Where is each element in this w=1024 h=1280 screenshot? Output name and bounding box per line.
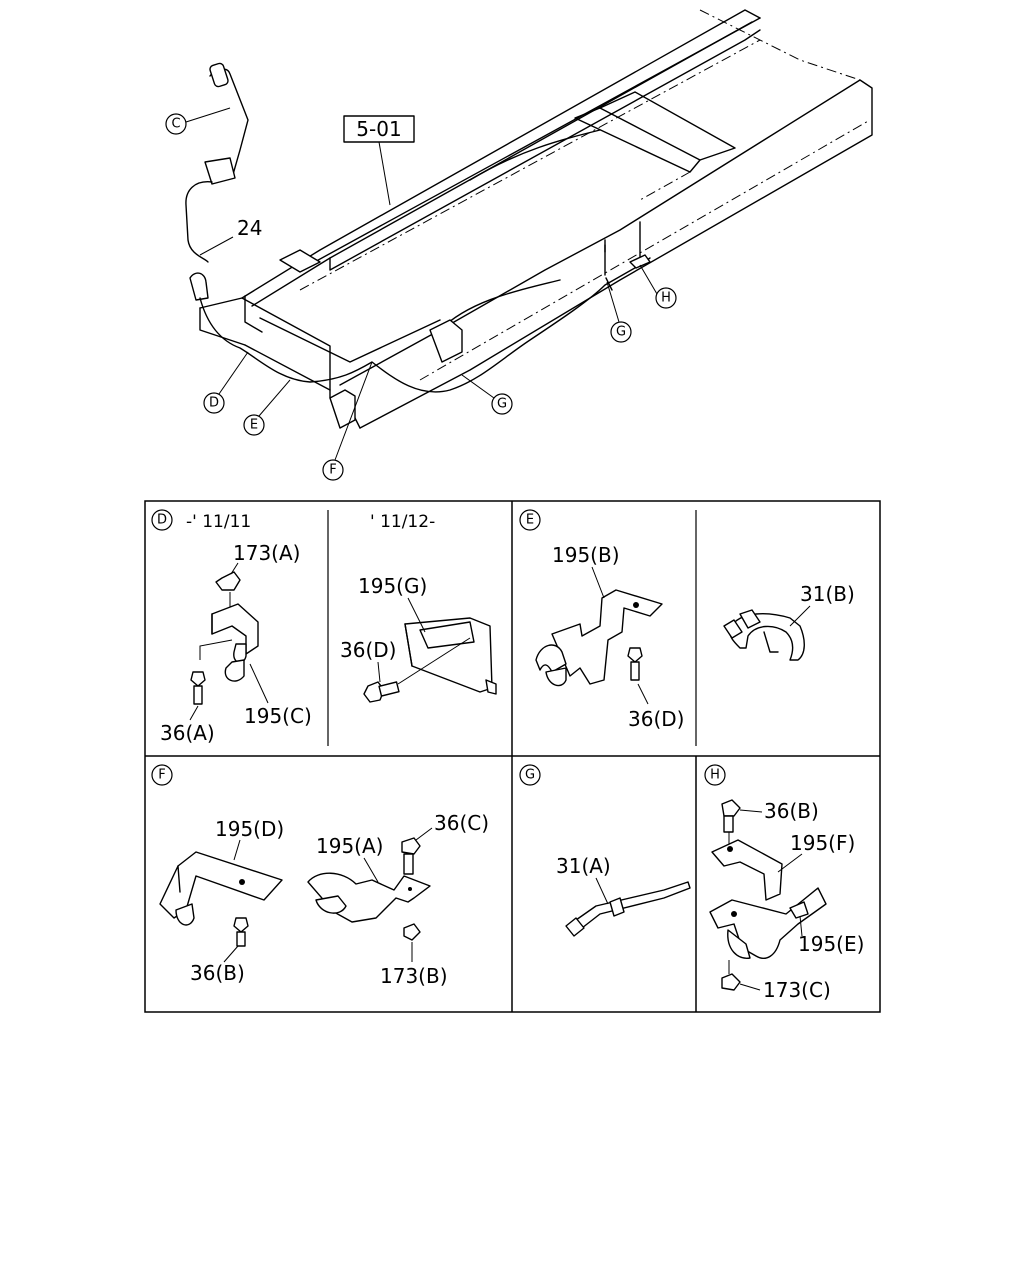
svg-text:F: F [158,768,165,783]
panel-f-letter: F [151,764,173,786]
svg-text:E: E [250,418,258,433]
part-36d-left: 36(D) [340,638,396,662]
part-36c: 36(C) [434,811,489,835]
part-24-label: 24 [237,216,262,240]
callout-d: D [203,392,225,414]
part-36b-left: 36(B) [190,961,245,985]
panel-d-right-caption: ' 11/12- [370,512,435,532]
part-36d-right: 36(D) [628,707,684,731]
reference-label: 5-01 [356,117,401,141]
panel-h-letter: H [704,764,726,786]
panel-e-letter: E [519,509,541,531]
panel-f: F 195(D) 36(B) 195(A) 36(C) 173(B) [151,764,489,988]
panel-d: D -' 11/11 ' 11/12- 173(A) 36(A) 195(C) … [151,509,497,745]
callout-h: H [655,287,677,309]
part-195f: 195(F) [790,831,855,855]
panel-e: E 195(B) 36(D) 31(B) [519,509,855,731]
svg-text:G: G [497,397,507,412]
svg-text:G: G [525,768,535,783]
callout-g-lower: G [491,393,513,415]
part-173a: 173(A) [233,541,300,565]
part-195a: 195(A) [316,834,383,858]
part-195b: 195(B) [552,543,620,567]
svg-text:H: H [661,291,671,306]
callout-e: E [243,414,265,436]
part-173b: 173(B) [380,964,448,988]
detail-grid [144,500,881,1013]
part-195c: 195(C) [244,704,312,728]
callout-f: F [322,459,344,481]
panel-h: H 36(B) 195(F) 195(E) 173(C) [704,764,864,1002]
part-31a: 31(A) [556,854,611,878]
part-173c: 173(C) [763,978,831,1002]
part-195d: 195(D) [215,817,284,841]
svg-text:C: C [171,117,180,132]
callout-c: C [165,113,187,135]
panel-g-letter: G [519,764,541,786]
callout-g-upper: G [610,321,632,343]
svg-text:D: D [209,396,219,411]
svg-text:G: G [616,325,626,340]
part-36a: 36(A) [160,721,215,745]
part-195g: 195(G) [358,574,427,598]
chassis-frame [199,9,873,429]
panel-d-left-caption: -' 11/11 [186,512,251,532]
part-31b: 31(B) [800,582,855,606]
svg-text:E: E [526,513,534,528]
svg-text:D: D [157,513,167,528]
part-195e: 195(E) [798,932,864,956]
svg-text:F: F [329,463,336,478]
reference-box: 5-01 [343,115,415,206]
sensor-cable [185,62,651,393]
svg-text:H: H [710,768,720,783]
panel-g: G 31(A) [519,764,691,937]
part-36b-right: 36(B) [764,799,819,823]
panel-d-letter: D [151,509,173,531]
